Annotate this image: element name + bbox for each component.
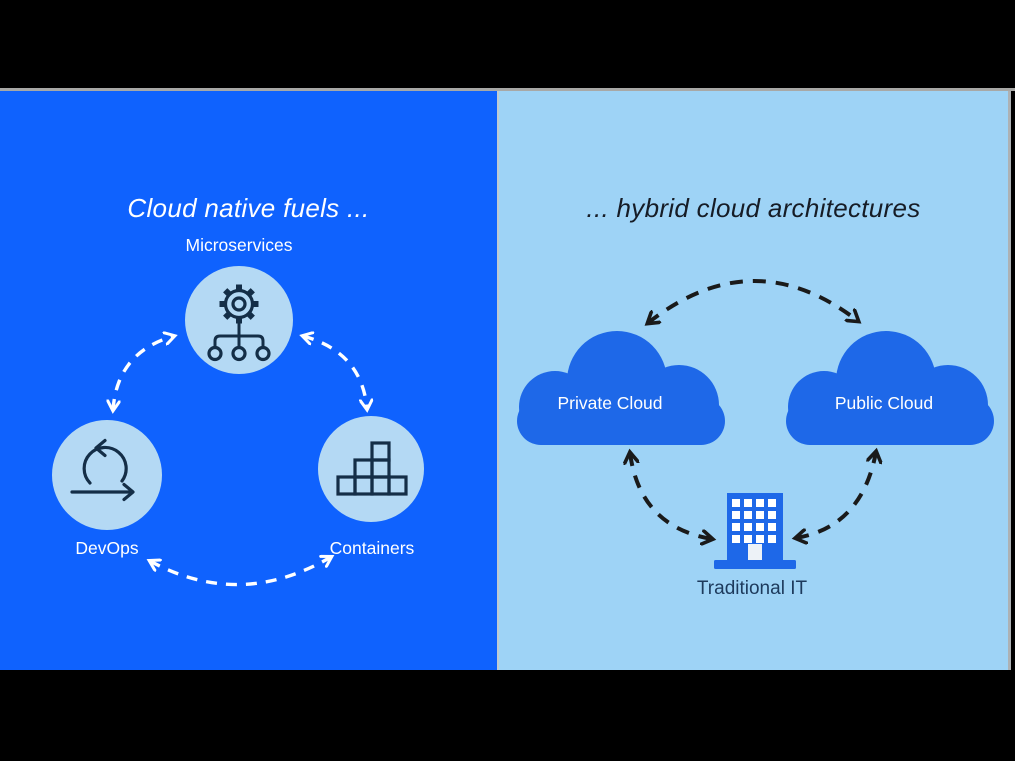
containers-circle: [318, 416, 424, 522]
left-cycle-arrows: [0, 91, 497, 587]
panel-divider: [497, 91, 499, 670]
arrow-private-traditional: [630, 453, 712, 539]
arrow-containers-devops: [150, 557, 331, 587]
bottom-letterbox: [0, 670, 1015, 761]
cloud-native-panel: Cloud native fuels ... Microservices: [0, 91, 497, 670]
frame-right-edge: [1008, 91, 1011, 670]
private-cloud-label: Private Cloud: [557, 393, 663, 413]
devops-loop-icon: [70, 438, 135, 502]
traditional-it-label: Traditional IT: [696, 578, 808, 599]
hybrid-cloud-panel: ... hybrid cloud architectures Private C…: [499, 91, 1008, 670]
microservices-icon: [207, 284, 271, 362]
microservices-label: Microservices: [185, 235, 293, 255]
devops-label: DevOps: [75, 538, 139, 558]
hybrid-arrows: [499, 279, 1008, 670]
office-building-icon: [714, 493, 796, 569]
containers-boxes-icon: [336, 441, 408, 496]
left-title: Cloud native fuels ...: [127, 192, 370, 223]
containers-label: Containers: [329, 538, 415, 558]
devops-circle: [52, 420, 162, 530]
top-letterbox: [0, 0, 1015, 88]
frame-top-edge: [0, 88, 1015, 91]
public-cloud-label: Public Cloud: [834, 393, 934, 413]
arrow-devops-microservices: [113, 336, 174, 410]
microservices-circle: [185, 266, 293, 374]
public-cloud-shape: [786, 331, 994, 445]
right-title: ... hybrid cloud architectures: [586, 192, 921, 223]
private-cloud-shape: [517, 331, 725, 445]
arrow-private-public: [648, 279, 858, 323]
arrow-microservices-containers: [303, 336, 367, 409]
arrow-traditional-public: [796, 452, 876, 538]
